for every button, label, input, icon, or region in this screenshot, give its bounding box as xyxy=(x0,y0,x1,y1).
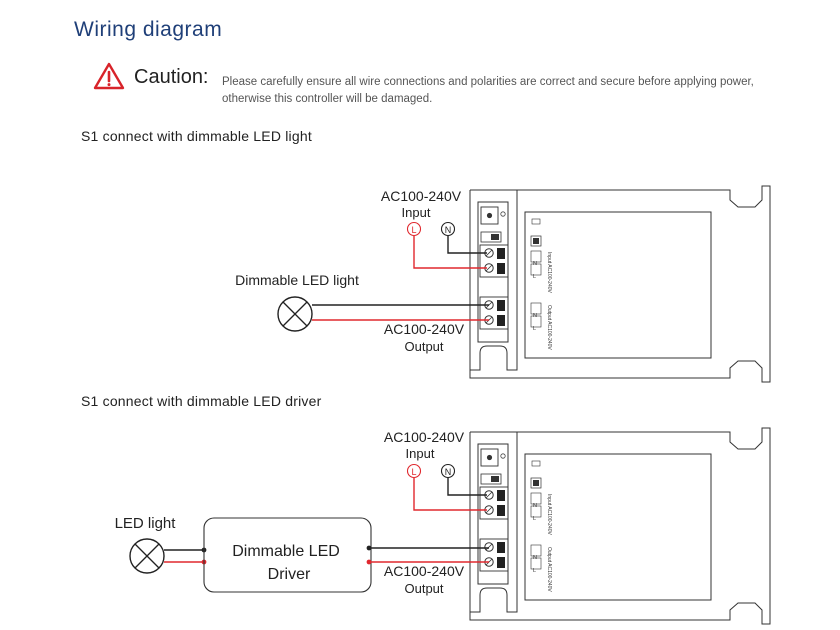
device2-out-terminal-l: L xyxy=(533,568,536,574)
section1-output-label: Output xyxy=(404,339,443,354)
live-marker-icon xyxy=(406,463,422,479)
section1-load-label: Dimmable LED light xyxy=(235,272,359,288)
section2-output-label: Output xyxy=(404,581,443,596)
device1-terminal-n: N xyxy=(533,261,537,267)
warning-triangle-icon xyxy=(93,62,125,90)
live-marker-icon xyxy=(406,221,422,237)
dimmable-led-driver-box xyxy=(203,517,372,593)
driver-label-line2: Driver xyxy=(268,566,311,583)
section2-live-marker: L xyxy=(411,467,416,477)
section1-neutral-input-wire xyxy=(447,236,487,254)
section2-diagram: N L N L Input AC100-240V Output AC100-24… xyxy=(115,427,771,625)
section2-neutral-marker: N xyxy=(445,467,452,477)
section1-live-input-wire xyxy=(413,236,487,269)
section1-output-voltage: AC100-240V xyxy=(384,321,465,337)
section2-neutral-input-wire xyxy=(447,478,487,496)
device2-terminal-n: N xyxy=(533,503,537,509)
caution-text: Please carefully ensure all wire connect… xyxy=(222,76,754,105)
section1-live-marker: L xyxy=(411,225,416,235)
section2-light-label: LED light xyxy=(115,515,177,532)
section1-neutral-marker: N xyxy=(445,225,452,235)
section2-output-voltage: AC100-240V xyxy=(384,563,465,579)
driver-label-line1: Dimmable LED xyxy=(232,543,340,560)
section2-input-voltage: AC100-240V xyxy=(384,429,465,445)
section2-live-input-wire xyxy=(413,478,487,511)
section1-diagram: N L N L Input AC100-240V Output AC100-24… xyxy=(235,185,771,383)
section1-heading: S1 connect with dimmable LED light xyxy=(81,128,312,144)
device1-out-terminal-n: N xyxy=(533,313,537,319)
section1-input-voltage: AC100-240V xyxy=(381,188,462,204)
section1-input-label: Input xyxy=(402,205,431,220)
caution-label: Caution: xyxy=(134,66,209,88)
device1-terminal-l: L xyxy=(533,274,536,280)
device1-out-terminal-l: L xyxy=(533,326,536,332)
neutral-marker-icon xyxy=(440,221,456,237)
section2-heading: S1 connect with dimmable LED driver xyxy=(81,393,322,409)
page-title: Wiring diagram xyxy=(74,18,223,41)
device2-terminal-l: L xyxy=(533,516,536,522)
device2-output-marking: Output AC100-240V xyxy=(546,547,552,592)
device2-input-marking: Input AC100-240V xyxy=(546,494,552,536)
device1-input-marking: Input AC100-240V xyxy=(546,252,552,294)
device1-output-marking: Output AC100-240V xyxy=(546,305,552,350)
device2-out-terminal-n: N xyxy=(533,555,537,561)
controller-device-1 xyxy=(469,185,771,383)
neutral-marker-icon xyxy=(440,463,456,479)
controller-device-2 xyxy=(469,427,771,625)
section2-input-label: Input xyxy=(406,446,435,461)
